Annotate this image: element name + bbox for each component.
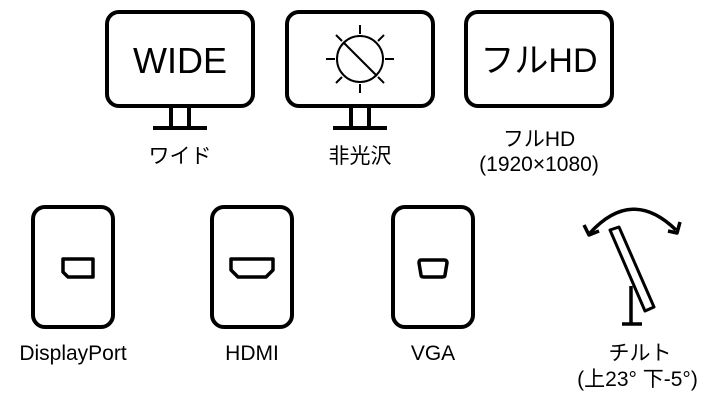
fullhd-screen-icon: フルHD bbox=[464, 10, 614, 110]
tilt-icon bbox=[580, 195, 690, 330]
hdmi-icon bbox=[210, 205, 294, 329]
tilt-range: (上23° 下-5°) bbox=[577, 368, 698, 391]
wide-label: ワイド bbox=[148, 145, 212, 168]
displayport-icon bbox=[31, 205, 115, 329]
displayport-label: DisplayPort bbox=[19, 342, 127, 365]
vga-icon bbox=[391, 205, 475, 329]
monitor-wide-icon: WIDE bbox=[105, 10, 255, 132]
fullhd-label: フルHD bbox=[502, 128, 576, 151]
antiglare-label: 非光沢 bbox=[328, 145, 392, 168]
monitor-no-glare-icon bbox=[285, 10, 435, 132]
tilt-label: チルト bbox=[608, 342, 672, 365]
vga-label: VGA bbox=[410, 342, 456, 365]
fullhd-resolution: (1920×1080) bbox=[479, 153, 599, 176]
fullhd-screen-text: フルHD bbox=[480, 42, 597, 80]
hdmi-label: HDMI bbox=[225, 342, 279, 365]
wide-screen-text: WIDE bbox=[133, 40, 227, 81]
